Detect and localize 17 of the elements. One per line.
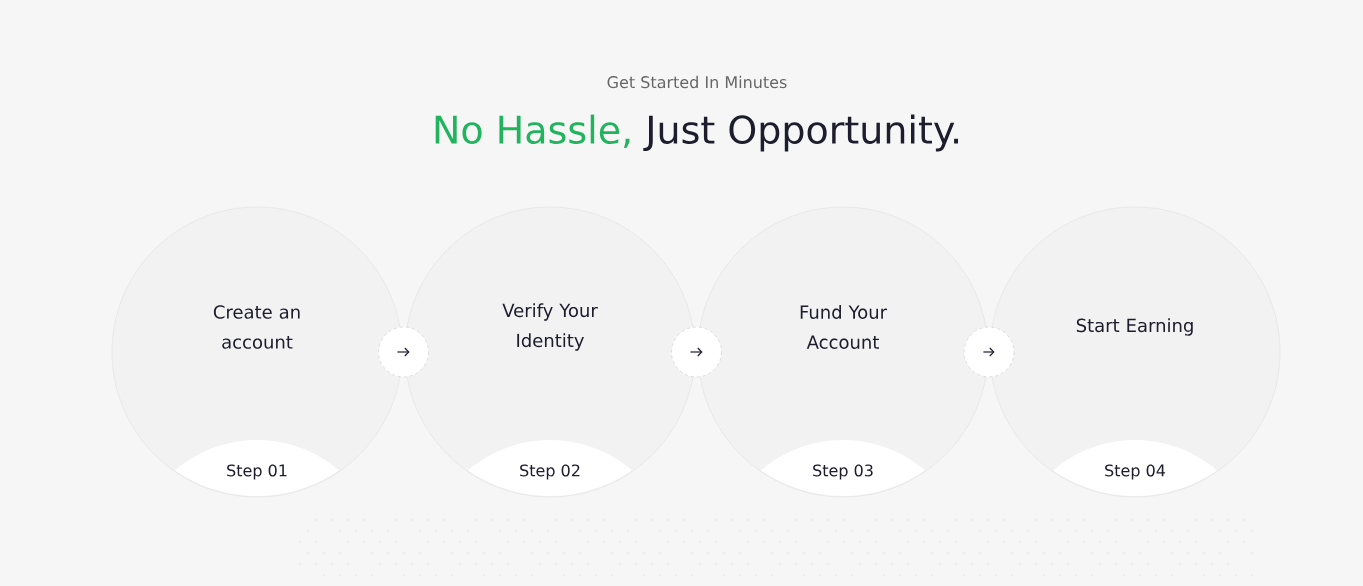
arrow [689,347,703,357]
step-title: Create an account [213,305,300,349]
step-circle [697,206,989,498]
step-circle [111,206,403,498]
step-label: Step 01 [227,464,287,480]
subheading: Get Started In Minutes [607,75,787,89]
step-title: Verify Your Identity [502,303,598,351]
step-label: Step 04 [1105,464,1166,480]
step-circle [404,206,696,498]
step-title: Fund Your Account [800,305,888,349]
arrow [982,347,995,357]
heading: No Hassle, Just Opportunity. [435,114,958,152]
arrow [396,347,410,357]
step-label: Step 02 [520,464,580,480]
step-circle [989,206,1281,498]
step-title: Start Earning [1076,318,1193,336]
step-label: Step 03 [813,464,873,480]
